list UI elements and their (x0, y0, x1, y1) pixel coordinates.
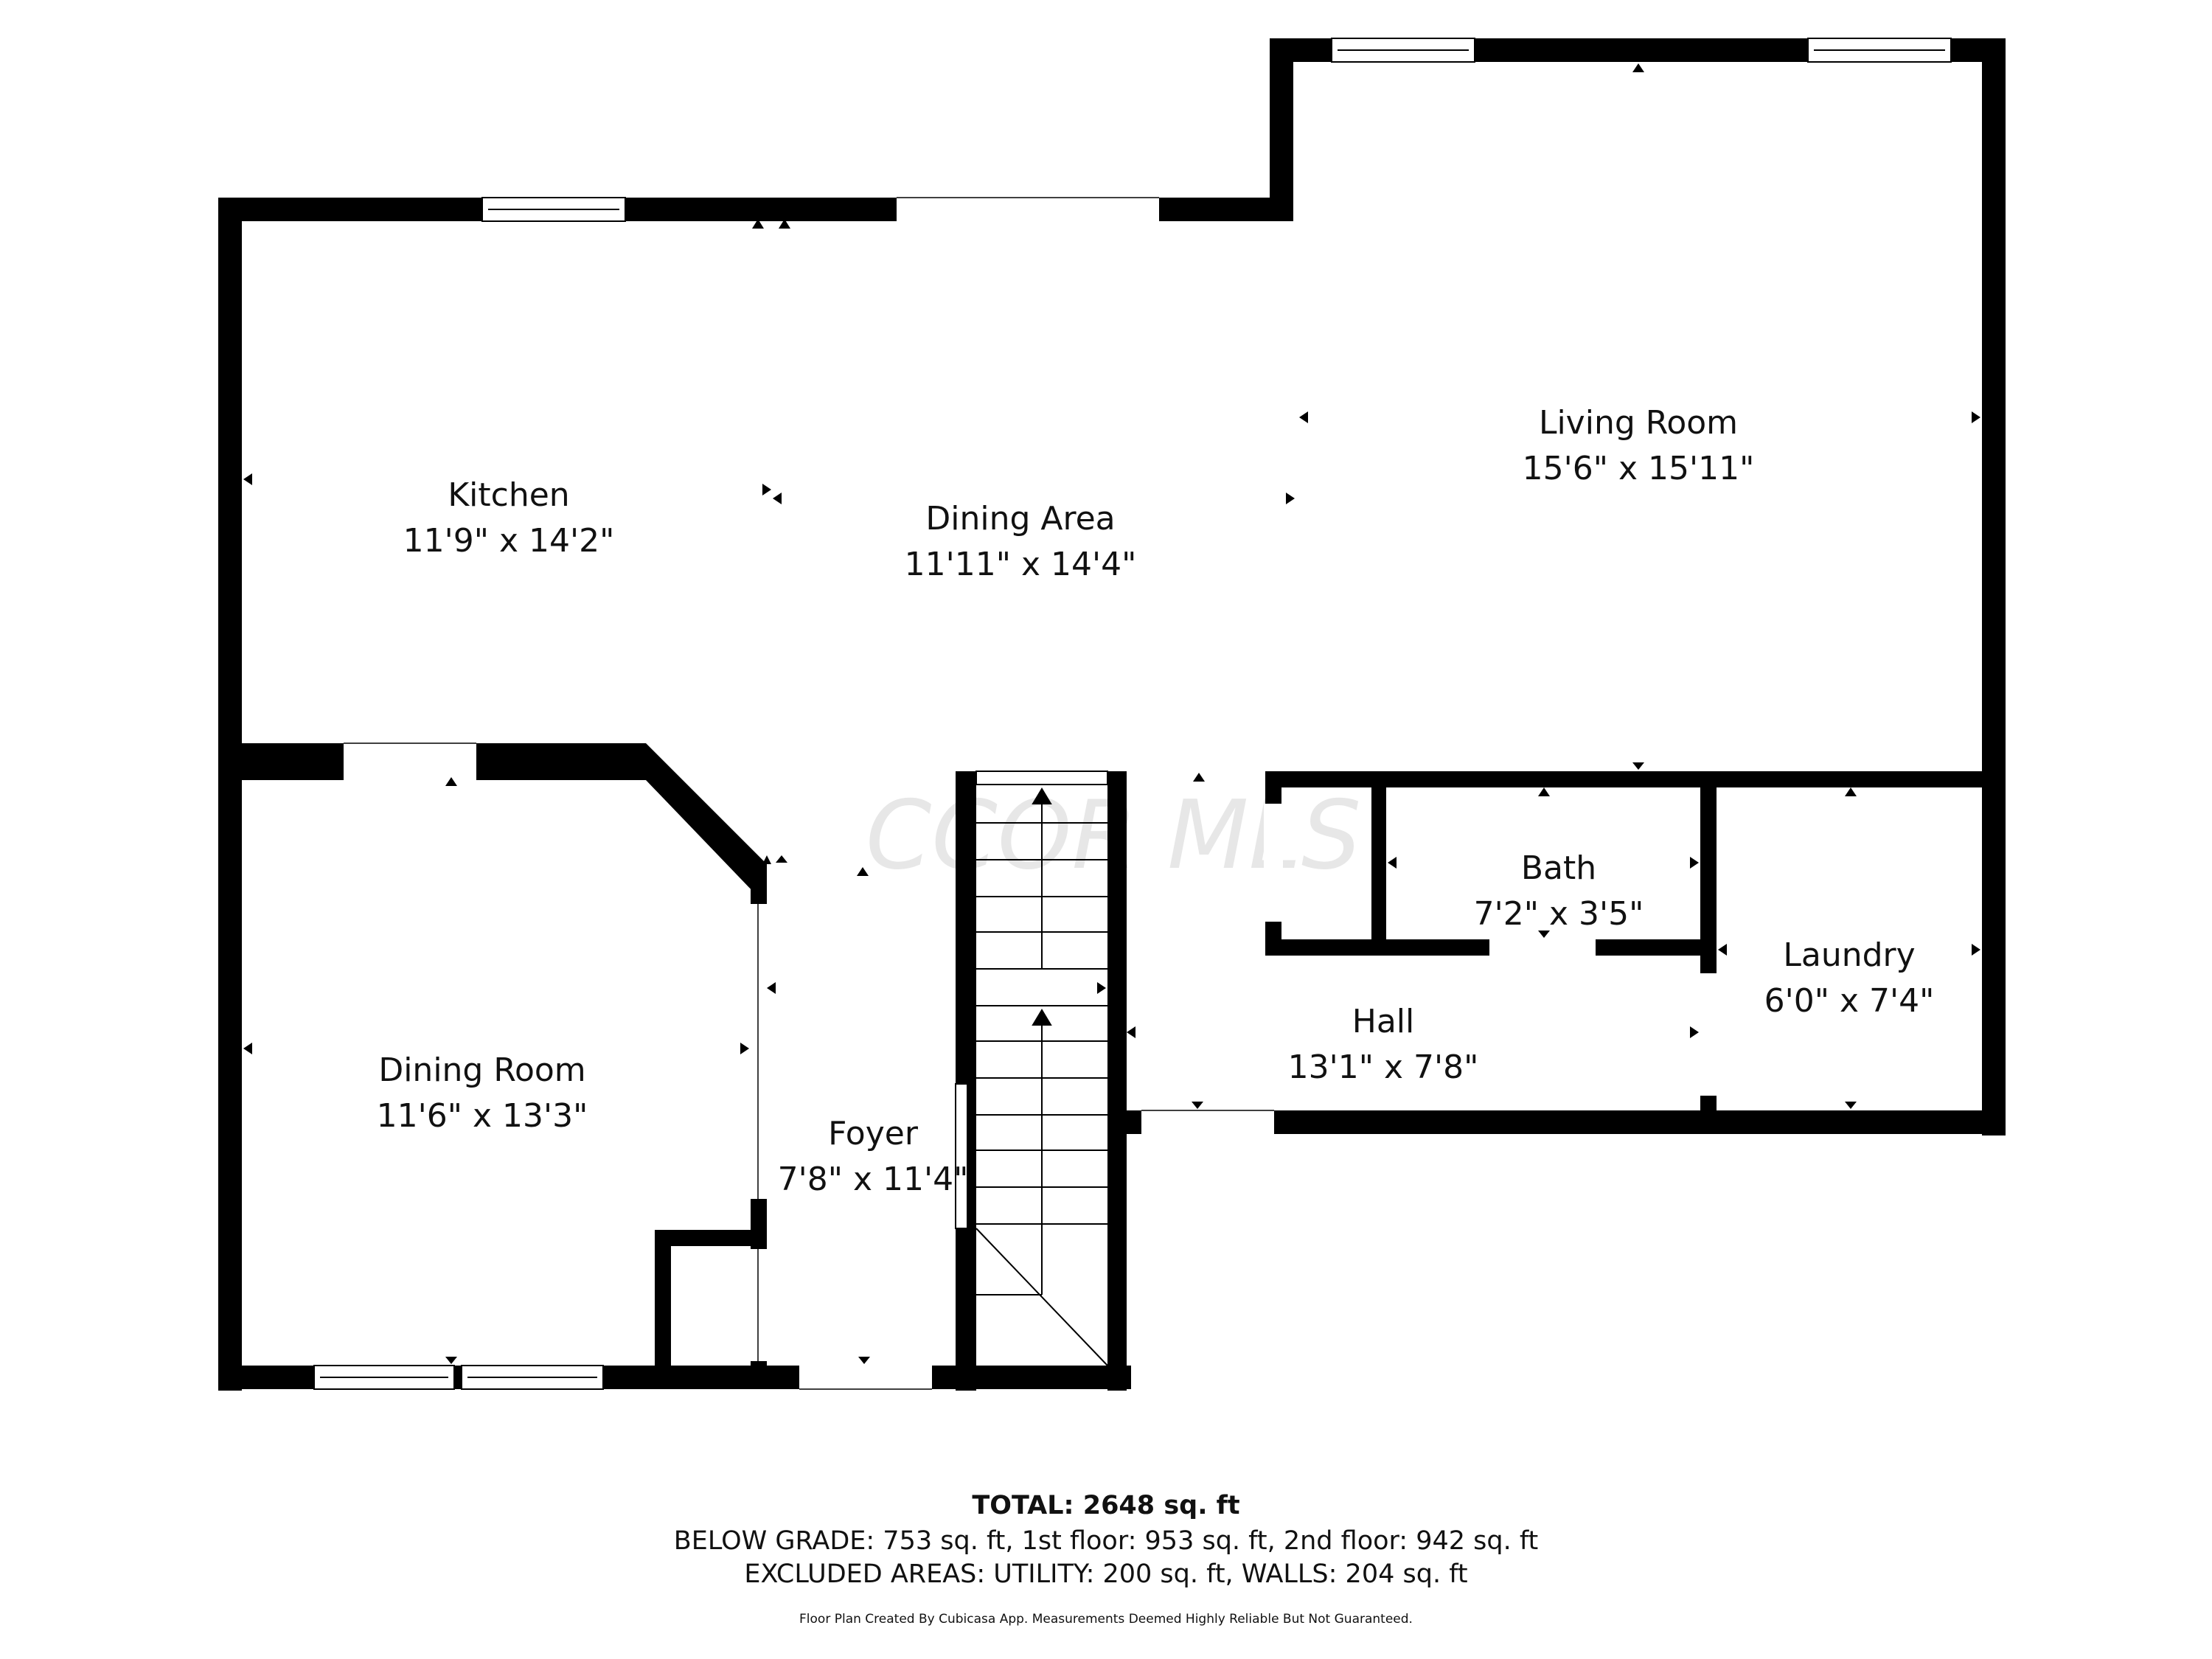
wall-living-left (1270, 38, 1293, 221)
room-dims-hall: 13'1" x 7'8" (1288, 1048, 1479, 1086)
staircase (955, 771, 1108, 1366)
room-name-bath: Bath (1521, 849, 1596, 887)
room-name-dining-area: Dining Area (925, 500, 1115, 538)
floor-plan: CCOR MLS (218, 38, 2006, 1391)
wall-bath-top (1265, 771, 2006, 787)
wall-living-right (1982, 38, 2006, 1135)
room-dims-dining-room: 11'6" x 13'3" (377, 1097, 588, 1135)
room-name-living-room: Living Room (1539, 404, 1738, 442)
opening-hall-bottom (1141, 1109, 1274, 1135)
opening-foyer-front (799, 1364, 932, 1391)
opening-dining-room-side (749, 904, 768, 1199)
wall-left-outer (218, 198, 242, 1391)
wall-dining-room-diagonal (646, 743, 767, 905)
wall-stair-left (956, 771, 976, 1391)
dimension-markers (243, 63, 1980, 1364)
stair-arrow-up-2 (1032, 1009, 1052, 1026)
room-dims-dining-area: 11'11" x 14'4" (905, 546, 1137, 583)
room-name-kitchen: Kitchen (448, 476, 569, 514)
walls (218, 38, 2006, 1391)
wall-closet-left (655, 1230, 671, 1370)
room-dims-kitchen: 11'9" x 14'2" (403, 522, 615, 560)
opening-laundry (1699, 973, 1718, 1096)
room-dims-living-room: 15'6" x 15'11" (1523, 450, 1755, 487)
opening-dining-room-top (344, 742, 476, 782)
stair-top-landing (975, 771, 1108, 785)
room-name-laundry: Laundry (1783, 936, 1915, 974)
opening-closet-side (749, 1249, 768, 1361)
room-labels: Kitchen 11'9" x 14'2" Dining Area 11'11"… (377, 404, 1935, 1198)
room-name-foyer: Foyer (828, 1115, 919, 1152)
room-dims-foyer: 7'8" x 11'4" (778, 1161, 969, 1198)
opening-dining-area-top (897, 196, 1159, 223)
openings (313, 38, 1952, 1391)
floor-area-breakdown: BELOW GRADE: 753 sq. ft, 1st floor: 953 … (673, 1526, 1539, 1556)
disclaimer: Floor Plan Created By Cubicasa App. Meas… (799, 1612, 1413, 1627)
total-area: TOTAL: 2648 sq. ft (972, 1491, 1240, 1520)
opening-closet-hall (1264, 804, 1283, 922)
wall-bath-bottom (1265, 939, 1709, 956)
excluded-areas: EXCLUDED AREAS: UTILITY: 200 sq. ft, WAL… (744, 1559, 1468, 1589)
room-dims-laundry: 6'0" x 7'4" (1764, 982, 1935, 1020)
opening-bath-bottom (1489, 938, 1596, 957)
room-dims-bath: 7'2" x 3'5" (1474, 895, 1644, 933)
wall-closet-top (655, 1230, 758, 1246)
wall-bath-left (1371, 771, 1386, 948)
room-name-dining-room: Dining Room (378, 1051, 585, 1089)
wall-stair-right (1107, 771, 1127, 1391)
stair-arrow-up-1 (1032, 787, 1052, 804)
room-name-hall: Hall (1352, 1003, 1415, 1040)
